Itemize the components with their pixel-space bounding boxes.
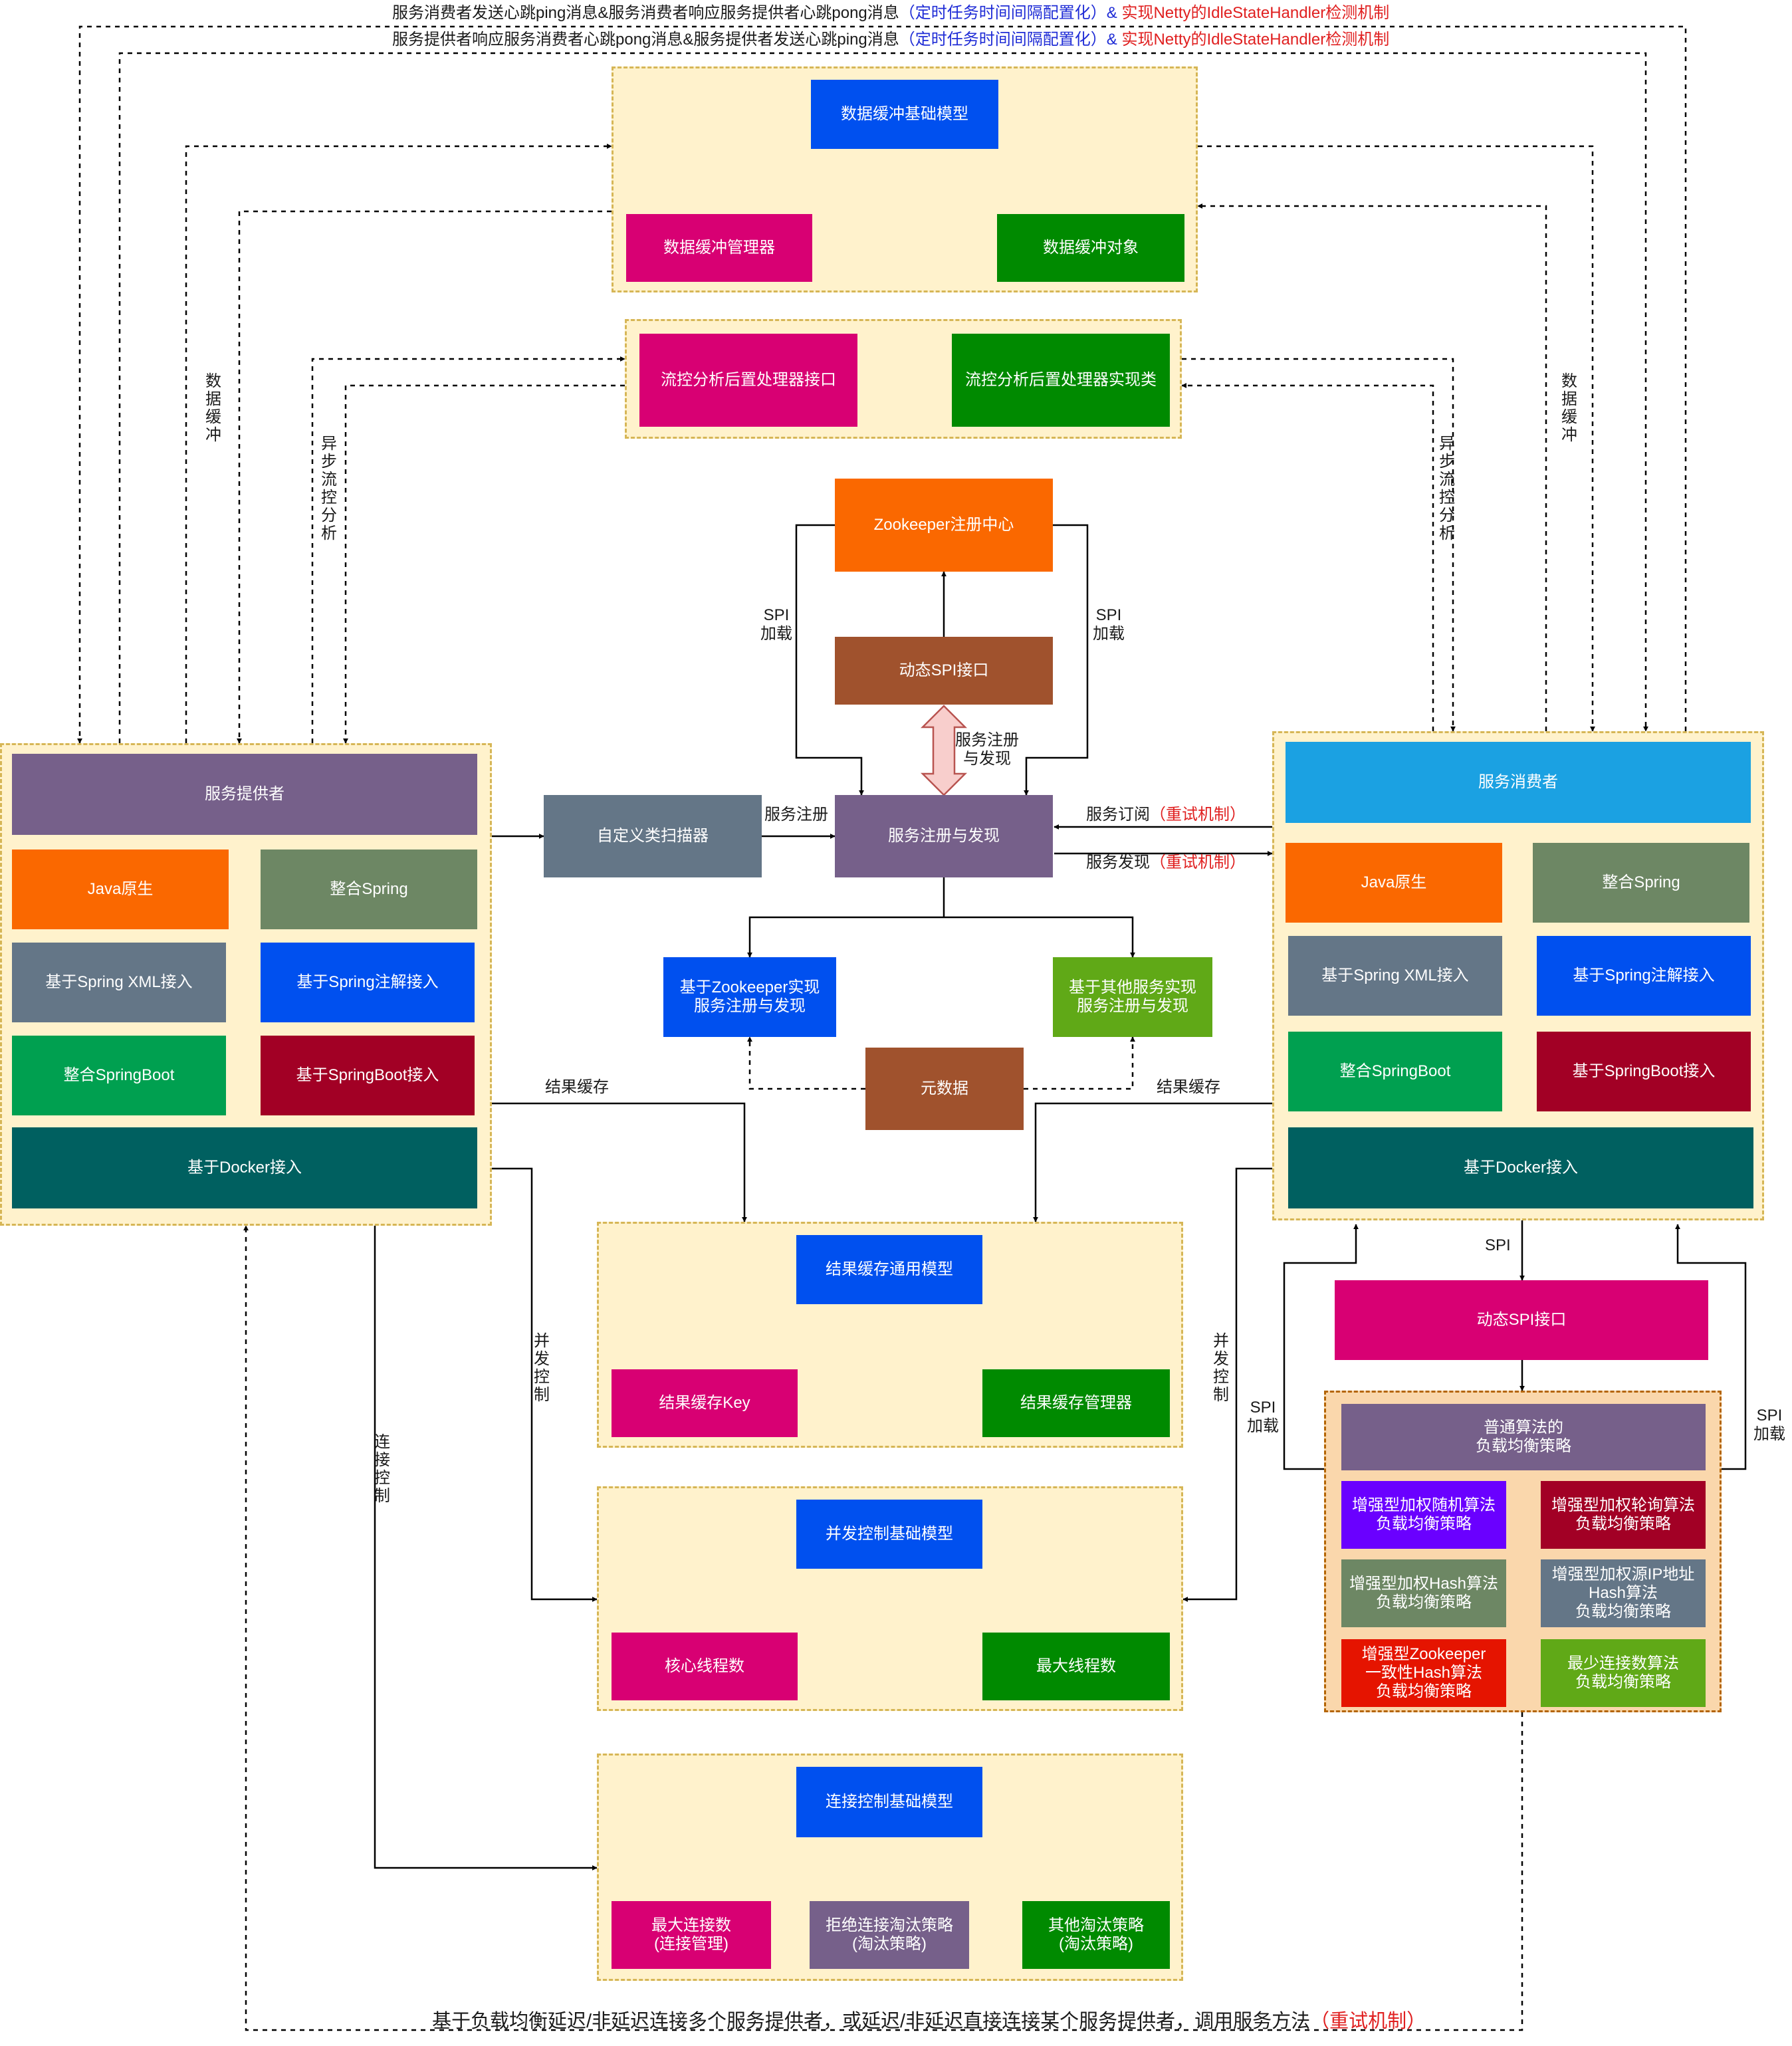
service-discovery[interactable]: 服务注册与发现: [835, 795, 1053, 877]
weighted-round-robin-lb[interactable]: 增强型加权轮询算法 负载均衡策略: [1541, 1481, 1706, 1549]
result-cache-key[interactable]: 结果缓存Key: [612, 1369, 798, 1437]
zookeeper-consistent-hash-lb[interactable]: 增强型Zookeeper 一致性Hash算法 负载均衡策略: [1341, 1639, 1506, 1707]
flow-control-impl[interactable]: 流控分析后置处理器实现类: [952, 334, 1170, 427]
flow-control-interface[interactable]: 流控分析后置处理器接口: [639, 334, 857, 427]
consumer-springboot-access[interactable]: 基于SpringBoot接入: [1537, 1032, 1751, 1111]
max-connections[interactable]: 最大连接数 (连接管理): [612, 1901, 771, 1969]
async-flow-label-left: 异步流控分析: [321, 435, 337, 542]
metadata[interactable]: 元数据: [865, 1048, 1024, 1130]
data-cache-label-right: 数据缓冲: [1561, 372, 1577, 444]
service-subscribe-label: 服务订阅（重试机制）: [1086, 806, 1246, 824]
concurrency-label-right: 并发控制: [1213, 1332, 1229, 1404]
custom-class-scanner[interactable]: 自定义类扫描器: [544, 795, 762, 877]
zookeeper-registry[interactable]: Zookeeper注册中心: [835, 479, 1053, 572]
consumer-springboot[interactable]: 整合SpringBoot: [1288, 1032, 1502, 1111]
spi-load-label-right: SPI 加载: [1093, 606, 1125, 643]
spi-load-label-lb-left: SPI 加载: [1247, 1399, 1279, 1435]
result-cache-label-right: 结果缓存: [1157, 1078, 1220, 1096]
spi-load-label-left: SPI 加载: [760, 606, 792, 643]
data-cache-object[interactable]: 数据缓冲对象: [997, 214, 1184, 282]
zookeeper-discovery-impl[interactable]: 基于Zookeeper实现 服务注册与发现: [663, 957, 836, 1037]
consumer-spring[interactable]: 整合Spring: [1533, 843, 1749, 923]
load-balance-spi[interactable]: 动态SPI接口: [1335, 1280, 1708, 1360]
service-discover-label: 服务发现（重试机制）: [1086, 853, 1246, 871]
provider-springboot-access[interactable]: 基于SpringBoot接入: [261, 1036, 475, 1115]
max-thread-count[interactable]: 最大线程数: [982, 1633, 1170, 1700]
concurrency-label-left: 并发控制: [534, 1332, 550, 1404]
weighted-source-ip-hash-lb[interactable]: 增强型加权源IP地址 Hash算法 负载均衡策略: [1541, 1559, 1706, 1627]
heartbeat-note-consumer: 服务消费者发送心跳ping消息&服务消费者响应服务提供者心跳pong消息（定时任…: [392, 4, 1390, 22]
provider-title[interactable]: 服务提供者: [12, 754, 477, 835]
provider-java-native[interactable]: Java原生: [12, 850, 229, 929]
weighted-hash-lb[interactable]: 增强型加权Hash算法 负载均衡策略: [1341, 1559, 1506, 1627]
data-cache-model[interactable]: 数据缓冲基础模型: [811, 80, 998, 149]
spi-load-label-lb-right: SPI 加载: [1753, 1407, 1785, 1443]
consumer-java-native[interactable]: Java原生: [1286, 843, 1502, 923]
consumer-spring-annotation[interactable]: 基于Spring注解接入: [1537, 936, 1751, 1016]
result-cache-label-left: 结果缓存: [545, 1078, 609, 1096]
result-cache-model[interactable]: 结果缓存通用模型: [796, 1235, 982, 1304]
heartbeat-note-provider: 服务提供者响应服务消费者心跳pong消息&服务提供者发送心跳ping消息（定时任…: [392, 31, 1390, 49]
provider-spring-annotation[interactable]: 基于Spring注解接入: [261, 943, 475, 1022]
bottom-call-note: 基于负载均衡延迟/非延迟连接多个服务提供者，或延迟/非延迟直接连接某个服务提供者…: [432, 2011, 1426, 2032]
other-eviction-strategy[interactable]: 其他淘汰策略 (淘汰策略): [1022, 1901, 1170, 1969]
provider-springboot[interactable]: 整合SpringBoot: [12, 1036, 226, 1115]
data-cache-label-left: 数据缓冲: [205, 372, 221, 444]
provider-docker[interactable]: 基于Docker接入: [12, 1127, 477, 1208]
dynamic-spi-interface[interactable]: 动态SPI接口: [835, 637, 1053, 705]
service-register-label: 服务注册: [764, 806, 828, 824]
provider-spring-xml[interactable]: 基于Spring XML接入: [12, 943, 226, 1022]
async-flow-label-right: 异步流控分析: [1439, 435, 1455, 542]
normal-load-balance[interactable]: 普通算法的 负载均衡策略: [1341, 1404, 1706, 1470]
connection-model[interactable]: 连接控制基础模型: [796, 1767, 982, 1837]
core-thread-count[interactable]: 核心线程数: [612, 1633, 798, 1700]
register-discovery-label: 服务注册 与发现: [955, 731, 1019, 768]
reject-connection-strategy[interactable]: 拒绝连接淘汰策略 (淘汰策略): [810, 1901, 969, 1969]
consumer-title[interactable]: 服务消费者: [1286, 742, 1751, 823]
result-cache-manager[interactable]: 结果缓存管理器: [982, 1369, 1170, 1437]
least-connections-lb[interactable]: 最少连接数算法 负载均衡策略: [1541, 1639, 1706, 1707]
weighted-random-lb[interactable]: 增强型加权随机算法 负载均衡策略: [1341, 1481, 1506, 1549]
other-discovery-impl[interactable]: 基于其他服务实现 服务注册与发现: [1053, 957, 1212, 1037]
concurrency-model[interactable]: 并发控制基础模型: [796, 1500, 982, 1569]
consumer-docker[interactable]: 基于Docker接入: [1288, 1127, 1753, 1208]
spi-label: SPI: [1485, 1236, 1511, 1254]
provider-spring[interactable]: 整合Spring: [261, 850, 477, 929]
consumer-spring-xml[interactable]: 基于Spring XML接入: [1288, 936, 1502, 1016]
connection-label: 连接控制: [374, 1433, 390, 1505]
data-cache-manager[interactable]: 数据缓冲管理器: [626, 214, 812, 282]
